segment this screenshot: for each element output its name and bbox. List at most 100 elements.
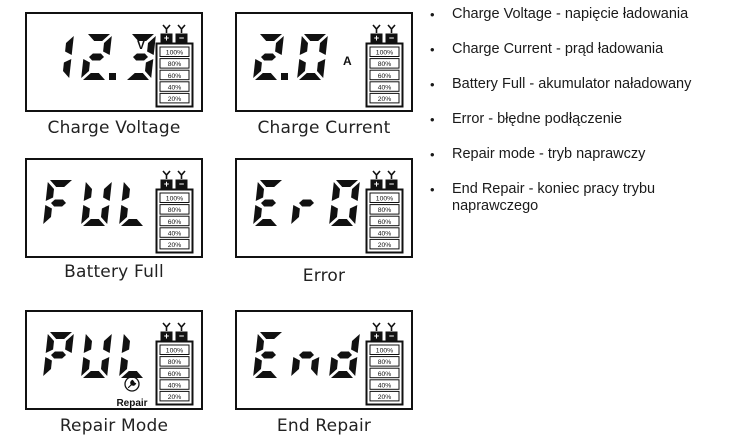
decimal-point: [109, 73, 116, 80]
battery-level-bar: [369, 215, 400, 227]
lcd-digits: [43, 180, 143, 226]
lcd-digit: [127, 34, 156, 80]
battery-level-label: 40%: [168, 230, 182, 237]
battery-level-bar: [159, 367, 190, 379]
battery-level-bar: [159, 379, 190, 390]
panel-caption: Charge Voltage: [47, 118, 181, 138]
battery-level-indicator: +−100%80%60%40%20%: [155, 170, 194, 254]
battery-level-label: 40%: [378, 84, 392, 91]
lcd-digit: [119, 182, 143, 226]
minus-terminal-label: −: [179, 179, 184, 189]
legend-item: • Charge Current - prąd ładowania: [430, 41, 730, 58]
repair-badge: Repair: [112, 376, 152, 409]
battery-level-bar: [369, 58, 400, 69]
battery-level-label: 60%: [378, 219, 392, 226]
battery-level-bar: [159, 58, 190, 69]
battery-level-label: 40%: [378, 382, 392, 389]
lcd-display: +−100%80%60%40%20%: [235, 158, 413, 258]
legend-text: Battery Full - akumulator naładowany: [452, 76, 692, 92]
bullet-icon: •: [430, 147, 435, 162]
battery-level-bar: [159, 356, 190, 367]
battery-level-indicator: +−100%80%60%40%20%: [155, 322, 194, 406]
repair-label: Repair: [116, 398, 148, 409]
terminal-icon: [372, 24, 381, 33]
battery-level-label: 80%: [378, 207, 392, 214]
terminal-icon: [387, 170, 396, 179]
lcd-display: Repair +−100%80%60%40%20%: [25, 310, 203, 410]
terminal-icon: [177, 24, 186, 33]
battery-level-bar: [369, 227, 400, 238]
lcd-digit: [253, 332, 282, 378]
bullet-icon: •: [430, 182, 435, 197]
battery-level-bar: [369, 81, 400, 92]
terminal-icon: [177, 170, 186, 179]
battery-level-bar: [159, 46, 190, 57]
battery-level-label: 20%: [378, 96, 392, 103]
battery-level-bar: [159, 390, 190, 402]
battery-level-bar: [369, 379, 400, 390]
minus-terminal-label: −: [389, 179, 394, 189]
battery-level-bar: [369, 69, 400, 81]
terminal-icon: [387, 322, 396, 331]
battery-level-label: 100%: [166, 348, 183, 355]
battery-level-label: 100%: [376, 50, 393, 57]
battery-level-label: 40%: [378, 230, 392, 237]
battery-level-bar: [159, 92, 190, 104]
terminal-icon: [177, 322, 186, 331]
lcd-digit: [81, 334, 112, 378]
legend-text: Error - błędne podłączenie: [452, 111, 623, 127]
battery-level-indicator: +−100%80%60%40%20%: [365, 24, 404, 108]
battery-level-label: 80%: [168, 359, 182, 366]
lcd-digits: [63, 34, 156, 80]
battery-level-label: 80%: [378, 61, 392, 68]
legend-item: • Battery Full - akumulator naładowany: [430, 76, 730, 93]
lcd-digit: [329, 334, 360, 378]
legend-list: •Charge Voltage - napięcie ładowania •Ch…: [430, 6, 730, 233]
battery-level-bar: [159, 81, 190, 92]
panel-caption: Charge Current: [257, 118, 391, 138]
legend-text: Charge Current - prąd ładowania: [452, 41, 664, 57]
plus-terminal-label: +: [164, 331, 169, 341]
lcd-digit: [43, 332, 74, 376]
battery-level-label: 60%: [168, 219, 182, 226]
terminal-icon: [387, 24, 396, 33]
battery-level-bar: [369, 390, 400, 402]
battery-level-bar: [159, 227, 190, 238]
battery-level-bar: [159, 238, 190, 250]
battery-level-label: 20%: [168, 242, 182, 249]
battery-level-label: 20%: [378, 394, 392, 401]
minus-terminal-label: −: [179, 33, 184, 43]
lcd-display: +−100%80%60%40%20%: [235, 310, 413, 410]
bullet-icon: •: [430, 77, 435, 92]
plus-terminal-label: +: [164, 179, 169, 189]
battery-level-label: 80%: [168, 61, 182, 68]
lcd-digit: [81, 34, 112, 80]
lcd-digit: [329, 180, 360, 226]
battery-level-bar: [369, 204, 400, 215]
battery-level-bar: [369, 192, 400, 203]
unit-label: V: [137, 38, 146, 52]
battery-level-label: 80%: [378, 359, 392, 366]
battery-level-label: 100%: [166, 196, 183, 203]
battery-level-bar: [369, 367, 400, 379]
lcd-digit: [291, 199, 314, 224]
lcd-digit: [43, 180, 72, 224]
minus-terminal-label: −: [389, 33, 394, 43]
lcd-digit: [119, 334, 143, 378]
terminal-icon: [372, 322, 381, 331]
plus-terminal-label: +: [164, 33, 169, 43]
terminal-icon: [372, 170, 381, 179]
battery-level-bar: [369, 344, 400, 355]
lcd-digit: [291, 351, 320, 376]
legend-item: •Error - błędne podłączenie: [430, 111, 730, 128]
plus-terminal-label: +: [374, 33, 379, 43]
terminal-icon: [162, 322, 171, 331]
battery-level-label: 20%: [168, 394, 182, 401]
battery-level-label: 40%: [168, 84, 182, 91]
bullet-icon: •: [430, 7, 435, 22]
lcd-digits: [43, 332, 143, 378]
battery-level-label: 60%: [168, 371, 182, 378]
battery-body: [365, 340, 404, 406]
battery-level-bar: [369, 356, 400, 367]
bullet-icon: •: [430, 42, 435, 57]
